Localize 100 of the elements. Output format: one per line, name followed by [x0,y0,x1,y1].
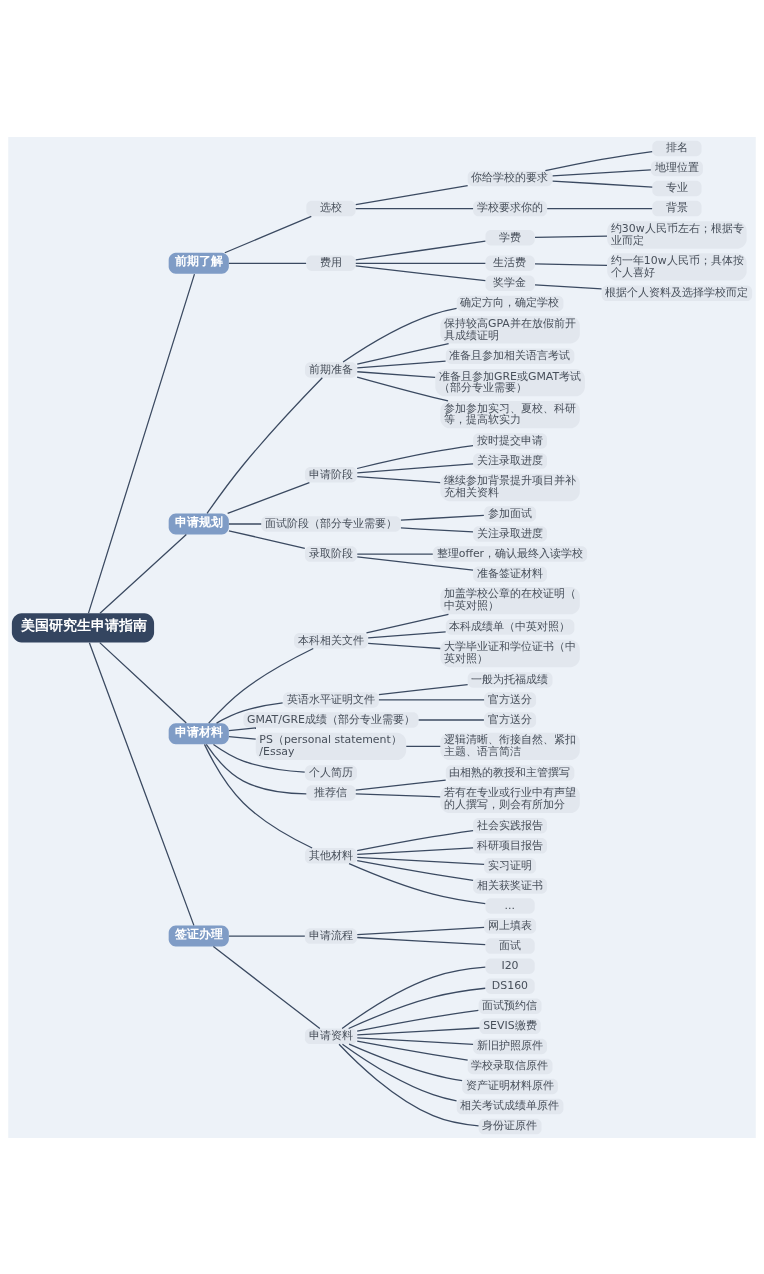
connector [552,168,652,177]
node-box: 专业 [652,180,702,196]
connector [546,207,653,209]
connector [356,370,436,378]
node-box: 面试阶段（部分专业需要） [261,515,401,532]
connector [355,184,469,205]
connector [205,743,307,795]
node-box: PS（personal statement）/Essay [255,732,407,760]
node-box: 相关获奖证书 [473,877,547,894]
connector [418,718,485,721]
connector [544,150,653,171]
node-box: 约30w人民币左右；根据专业而定 [607,220,747,249]
connector [378,683,469,695]
connector [355,262,486,264]
connector [405,745,441,747]
connector [88,641,195,926]
node-box: 官方送分 [484,711,537,728]
node-box: 身份证原件 [478,1118,542,1134]
node-box: 由相熟的教授和主管撰写 [445,764,575,781]
connector [99,641,187,724]
connector [348,862,486,904]
connector [356,475,441,483]
connector [227,481,310,514]
connector [365,613,450,633]
node-box: 若有在专业或行业中有声望的人撰写，则会有所加分 [440,785,580,813]
connector [356,1026,480,1036]
node-box: 背景 [652,200,702,216]
connector [356,1036,474,1045]
connector [356,859,474,881]
node-box: 奖学金 [485,275,535,291]
connector [341,966,486,1029]
node-box: 准备且参加GRE或GMAT考试（部分专业需要） [435,368,585,396]
connector [206,376,323,514]
node-box: 准备且参加相关语言考试 [445,348,575,364]
connector [228,735,257,740]
node-box: 继续参加背景提升项目并补充相关资料 [440,473,580,501]
connector [367,630,447,639]
node-box: 确定方向，确定学校 [456,295,564,311]
node-box: 你给学校的要求 [467,170,553,186]
node-box: ... [485,897,535,914]
node-box: 保持较高GPA并在放假前开具成绩证明 [440,315,580,343]
node-box: GMAT/GRE成绩（部分专业需要） [243,711,419,728]
node-box: 费用 [306,255,356,271]
connector [356,856,485,865]
node-box: 推荐信 [306,784,356,801]
connector [356,342,450,365]
connector [228,726,257,731]
connector [356,444,474,469]
node-box: 本科成绩单（中英对照） [445,618,575,635]
node-box: 逻辑清晰、衔接自然、紧扣主题、语言简洁 [440,732,580,760]
node-box: 根据个人资料及选择学校而定 [601,285,753,301]
connector [228,934,306,937]
node-box: 录取阶段 [304,545,357,562]
node-box: 面试 [485,937,535,954]
connector [552,179,653,188]
node-box: DS160 [485,977,535,994]
node-box: 申请规划 [168,513,229,534]
node-box: 地理位置 [650,160,703,176]
connector [212,945,321,1029]
node-box: 排名 [652,140,702,156]
node-box: SEVIS缴费 [479,1018,541,1034]
node-box: 前期准备 [304,361,357,378]
node-box: 关注录取进度 [473,452,547,469]
connector [212,743,306,773]
connector [356,555,474,571]
node-box: 新旧护照原件 [473,1038,547,1054]
connector [87,272,196,614]
node-box: 科研项目报告 [473,837,547,854]
connector [338,1043,480,1126]
connector [342,307,458,363]
connector [215,701,284,724]
node-box: 面试预约信 [478,998,542,1014]
node-box: 资产证明材料原件 [462,1078,558,1094]
connector [224,215,312,253]
node-box: 个人简历 [304,764,357,781]
node-box: 关注录取进度 [473,525,547,542]
connector [356,846,474,855]
connector [534,283,603,289]
connector [356,360,447,369]
connector [356,1039,469,1061]
node-box: 相关考试成绩单原件 [456,1098,564,1114]
connector [367,642,441,649]
connector [534,235,608,238]
connector [400,514,485,521]
node-box: 大学毕业证和学位证书（中英对照） [440,639,580,667]
connector [356,375,449,402]
node-box: 签证办理 [168,925,229,947]
connector [356,829,474,851]
connector [355,240,486,260]
node-box: 申请阶段 [304,466,357,482]
node-box: 学校录取信原件 [467,1058,553,1074]
node-box: 本科相关文件 [294,632,368,648]
connector [356,552,434,555]
node-box: 参加参加实习、夏校、科研等，提高软实力 [440,400,580,428]
node-box: 美国研究生申请指南 [11,612,155,642]
connector [348,987,486,1029]
connector [348,1042,463,1081]
connector [534,262,608,266]
connector [228,262,307,264]
connector [99,533,187,614]
